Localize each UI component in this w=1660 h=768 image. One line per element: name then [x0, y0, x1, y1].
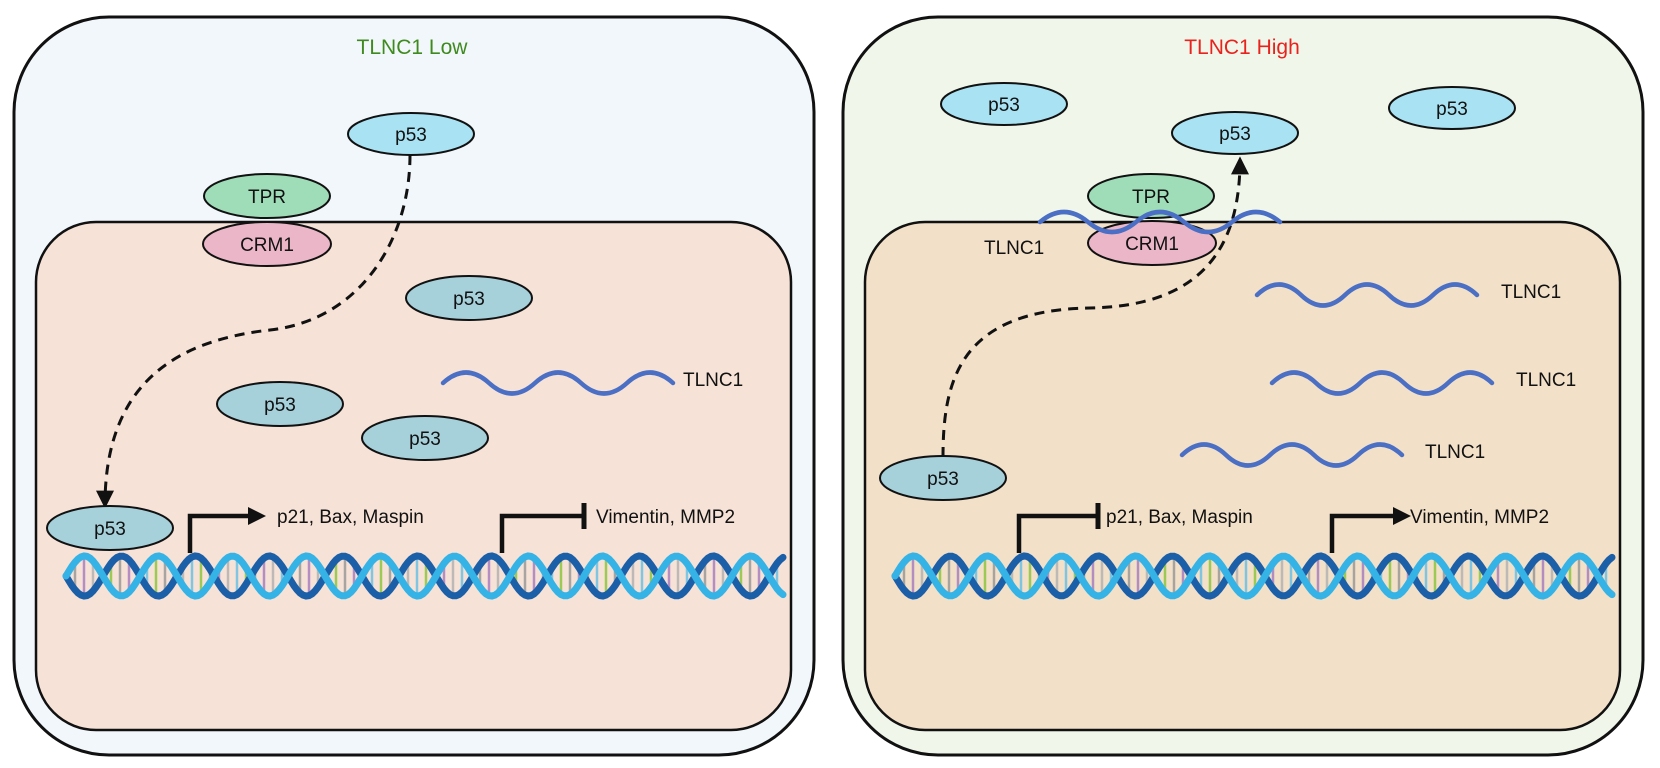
nucleus-high	[863, 220, 1622, 732]
tlnc1-rna	[440, 370, 676, 396]
tlnc1-membrane-rna	[1037, 209, 1283, 235]
tlnc1-label-1: TLNC1	[1501, 282, 1561, 303]
p53-nuclear-label: p53	[927, 469, 959, 490]
tlnc1-rna-1	[1254, 282, 1480, 308]
activation-arrow-low	[187, 513, 250, 553]
p53-cytoplasm-1	[940, 82, 1068, 126]
p53-export-path	[941, 156, 1249, 458]
p53-cytoplasm-2-label: p53	[1219, 124, 1251, 145]
crm1-protein	[202, 221, 332, 267]
p53-cytoplasm-label: p53	[395, 125, 427, 146]
tlnc1-rna-2	[1269, 370, 1495, 396]
p53-cytoplasm-1-label: p53	[988, 95, 1020, 116]
p53-import-path	[96, 154, 412, 509]
tpr-label-high: TPR	[1132, 187, 1170, 208]
dna-strand-inner	[62, 552, 787, 600]
p53-promoter-bound	[46, 505, 174, 551]
p53-cytoplasm	[347, 112, 475, 156]
dna-helix-high	[891, 552, 1616, 600]
tpr-label: TPR	[248, 187, 286, 208]
crm1-label: CRM1	[240, 235, 294, 256]
activation-arrowhead-high	[1393, 507, 1411, 525]
crm1-label-high: CRM1	[1125, 234, 1179, 255]
panel-low: TLNC1 Low TPR CRM1 p53 p53 p53 p53 TLNC1…	[12, 15, 816, 757]
p53-promoter-label: p53	[94, 519, 126, 540]
tlnc1-label: TLNC1	[683, 370, 743, 391]
repression-arrow-low	[499, 513, 583, 553]
activation-arrowhead-low	[248, 507, 266, 525]
dna-strand-inner	[891, 552, 1616, 600]
panel-high: TLNC1 High p53 p53 p53 TPR CRM1 TLNC1 TL…	[841, 15, 1645, 757]
p53-nuclear-1	[405, 275, 533, 321]
panel-title-low: TLNC1 Low	[357, 36, 469, 59]
nucleus-low	[34, 220, 793, 732]
p53-cytoplasm-3	[1388, 86, 1516, 130]
dna-helix-low	[62, 552, 787, 600]
p53-nuclear	[879, 455, 1007, 501]
dna-strand-outer	[62, 552, 787, 600]
panel-title-high: TLNC1 High	[1184, 36, 1300, 59]
p53-nuclear-1-label: p53	[453, 289, 485, 310]
dna-strand-outer	[891, 552, 1616, 600]
tlnc1-label-3: TLNC1	[1425, 442, 1485, 463]
activated-genes-low: p21, Bax, Maspin	[277, 507, 424, 528]
p53-nuclear-2	[216, 381, 344, 427]
activated-genes-high: Vimentin, MMP2	[1410, 507, 1549, 528]
repressed-genes-high: p21, Bax, Maspin	[1106, 507, 1253, 528]
tpr-protein-high	[1087, 173, 1215, 219]
p53-cytoplasm-2	[1171, 111, 1299, 155]
tpr-protein	[203, 173, 331, 219]
p53-nuclear-3	[361, 415, 489, 461]
p53-cytoplasm-3-label: p53	[1436, 99, 1468, 120]
tlnc1-label-2: TLNC1	[1516, 370, 1576, 391]
activation-arrow-high	[1329, 513, 1395, 553]
tlnc1-membrane-label: TLNC1	[984, 238, 1044, 259]
repression-arrow-high	[1016, 513, 1097, 553]
p53-nuclear-2-label: p53	[264, 395, 296, 416]
tlnc1-rna-3	[1179, 442, 1405, 468]
repressed-genes-low: Vimentin, MMP2	[596, 507, 735, 528]
p53-nuclear-3-label: p53	[409, 429, 441, 450]
